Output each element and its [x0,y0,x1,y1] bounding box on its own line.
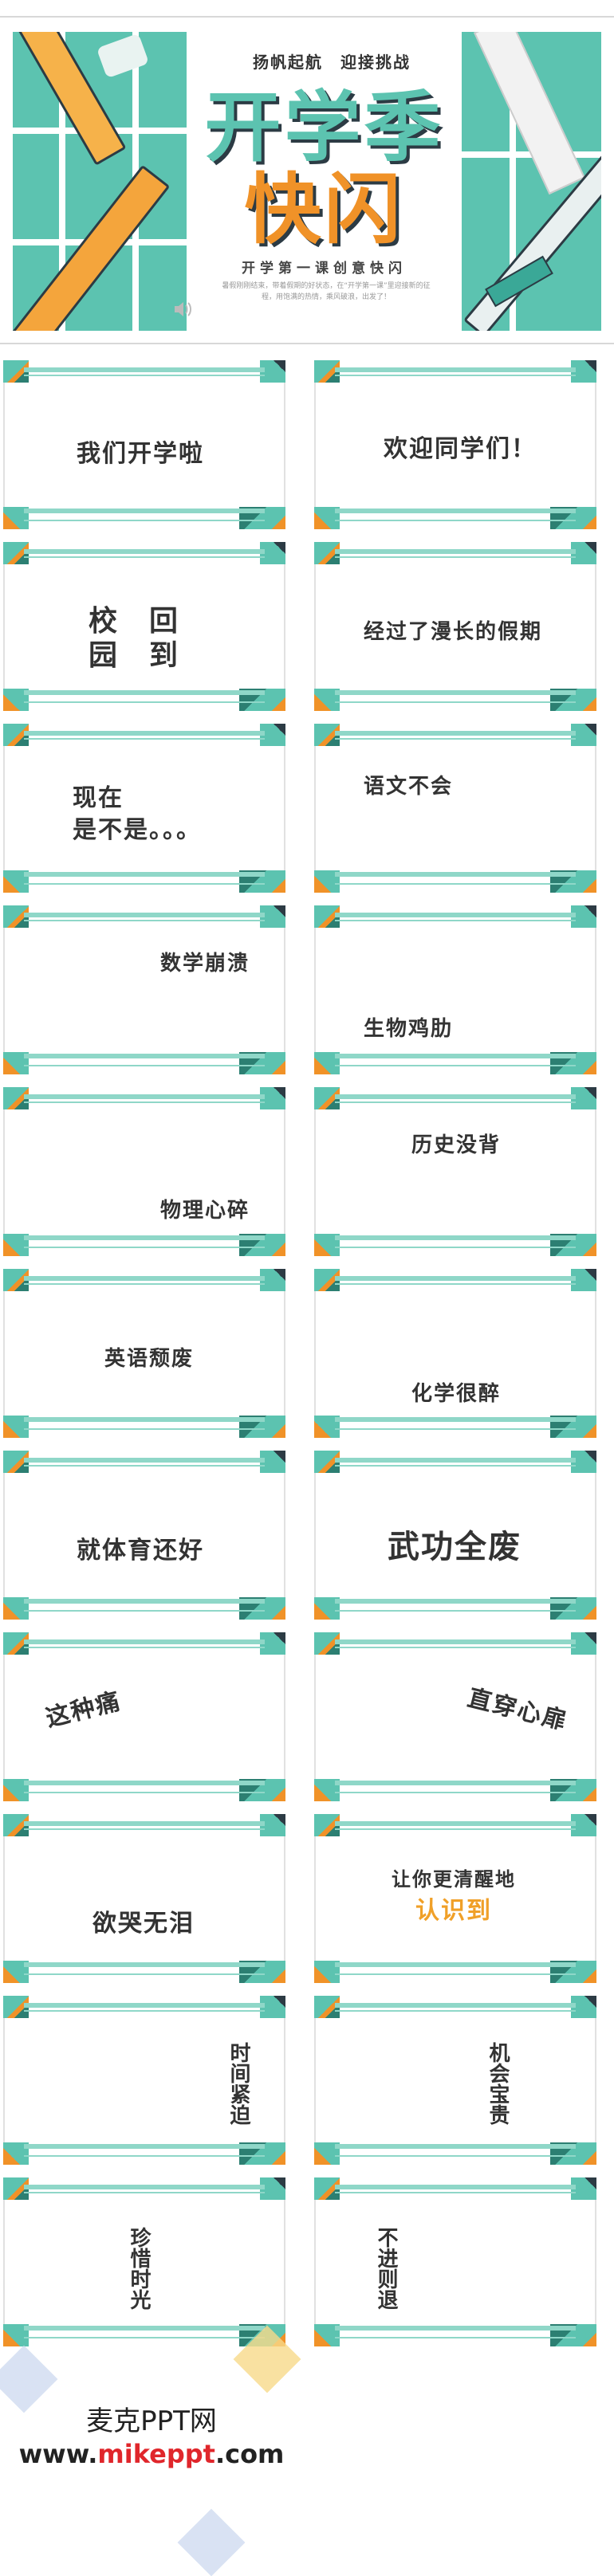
left-decor-panel [13,32,187,331]
card-highlight-text: 认识到 [415,1897,492,1925]
divider [0,16,614,18]
slide-card: 欲哭无泪 [3,1814,285,1983]
card-text: 生物鸡肋 [364,1017,454,1041]
slide-card: 现在 是不是。。。 [3,724,285,893]
title-line-1: 开学季 [204,83,444,172]
brand-url[interactable]: www.mikeppt.com [0,2439,303,2469]
slide-card: 这种痛 [3,1632,285,1801]
card-text: 武功全废 [388,1529,522,1565]
card-text: 数学崩溃 [160,952,250,976]
card-text: 英语颓废 [104,1347,195,1371]
fine-print: 暑假刚刚结束，带着假期的好状态，在“开学第一课”里迎接新的征程，用饱满的热情，乘… [222,282,431,301]
slide-card: 机会宝贵 [314,1996,596,2165]
card-text: 就体育还好 [77,1537,204,1565]
slide-card: 武功全废 [314,1451,596,1620]
card-text: 我们开学啦 [77,440,204,468]
card-text: 欲哭无泪 [92,1910,195,1938]
url-domain: mikeppt [97,2439,215,2469]
slide-card: 英语颓废 [3,1269,285,1438]
card-text: 时间紧迫 [226,2042,250,2125]
slide-card: 生物鸡肋 [314,905,596,1074]
slide-card: 就体育还好 [3,1451,285,1620]
card-text: 语文不会 [364,775,454,799]
right-decor-panel [462,32,601,331]
slide-card: 数学崩溃 [3,905,285,1074]
slide-card: 时间紧迫 [3,1996,285,2165]
speaker-icon[interactable] [172,299,193,320]
divider [0,343,614,344]
slide-card: 语文不会 [314,724,596,893]
slide-card: 欢迎同学们！ [314,360,596,529]
card-text: 珍惜时光 [127,2227,151,2310]
card-text: 园 到 [89,639,180,672]
decor-shape [177,2508,246,2576]
card-text: 经过了漫长的假期 [364,620,543,644]
card-text: 这种痛 [43,1687,124,1733]
slide-card: 校 回 园 到 [3,542,285,711]
card-text: 化学很醉 [411,1382,502,1406]
ruler-icon [474,32,585,195]
card-text: 不进则退 [374,2227,398,2310]
card-text: 是不是。。。 [73,816,202,844]
card-text: 机会宝贵 [486,2042,510,2125]
url-suffix: .com [215,2439,285,2469]
subtitle: 开学第一课创意快闪 [242,261,407,277]
slide-card: 不进则退 [314,2177,596,2346]
pencil-icon [13,164,171,331]
url-prefix: www. [18,2439,98,2469]
slide-card: 珍惜时光 [3,2177,285,2346]
slide-card: 经过了漫长的假期 [314,542,596,711]
card-text: 校 回 [89,605,180,638]
slogan: 扬帆起航 迎接挑战 [253,53,411,72]
slide-card: 直穿心扉 [314,1632,596,1801]
slide-card: 化学很醉 [314,1269,596,1438]
card-text: 让你更清醒地 [392,1868,516,1891]
slide-card: 物理心碎 [3,1087,285,1256]
cover-slide: 扬帆起航 迎接挑战 开学季 快闪 开学第一课创意快闪 暑假刚刚结束，带着假期的好… [0,16,614,344]
eraser-icon [96,33,150,79]
card-text: 历史没背 [411,1133,502,1157]
card-text: 物理心碎 [160,1199,250,1223]
brand-name: 麦克PPT网 [86,2405,217,2437]
card-text: 现在 [73,784,124,812]
slide-card: 我们开学啦 [3,360,285,529]
card-text: 直穿心扉 [464,1683,571,1736]
slide-card: 让你更清醒地 认识到 [314,1814,596,1983]
title-line-2: 快闪 [244,165,404,254]
card-text: 欢迎同学们！ [384,435,537,463]
slide-card: 历史没背 [314,1087,596,1256]
